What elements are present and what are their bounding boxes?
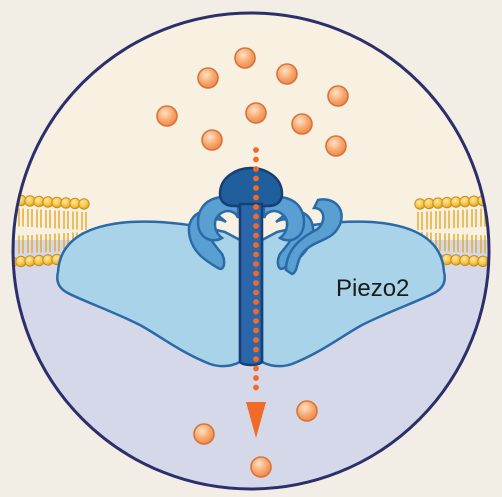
flow-dot [253, 195, 259, 201]
flow-dot [253, 204, 259, 210]
flow-dot [253, 185, 259, 191]
ion [246, 103, 266, 123]
protein-label: Piezo2 [336, 275, 409, 302]
ion [328, 86, 348, 106]
lipid-head [79, 199, 89, 209]
ion [326, 136, 346, 156]
flow-dot [253, 271, 259, 277]
flow-dot [253, 347, 259, 353]
flow-dot [253, 356, 259, 362]
ion [292, 114, 312, 134]
flow-dot [253, 366, 259, 372]
flow-dot [253, 328, 259, 334]
ion [157, 106, 177, 126]
flow-dot [253, 147, 259, 153]
flow-dot [253, 375, 259, 381]
lipid-head [7, 195, 17, 205]
lipid-head [487, 195, 497, 205]
ion [297, 401, 317, 421]
flow-dot [253, 166, 259, 172]
flow-dot [253, 299, 259, 305]
ion [251, 457, 271, 477]
flow-dot [253, 233, 259, 239]
ion [198, 68, 218, 88]
flow-dot [253, 252, 259, 258]
ion [202, 130, 222, 150]
flow-dot [253, 385, 259, 391]
flow-dot [253, 337, 259, 343]
flow-dot [253, 214, 259, 220]
flow-dot [253, 176, 259, 182]
flow-dot [253, 261, 259, 267]
flow-dot [253, 280, 259, 286]
flow-dot [253, 290, 259, 296]
central-cap [220, 168, 282, 206]
flow-dot [253, 318, 259, 324]
flow-dot [253, 309, 259, 315]
ion [194, 424, 214, 444]
ion [235, 48, 255, 68]
ion [277, 64, 297, 84]
flow-dot [253, 223, 259, 229]
flow-dot [253, 157, 259, 163]
flow-dot [253, 242, 259, 248]
